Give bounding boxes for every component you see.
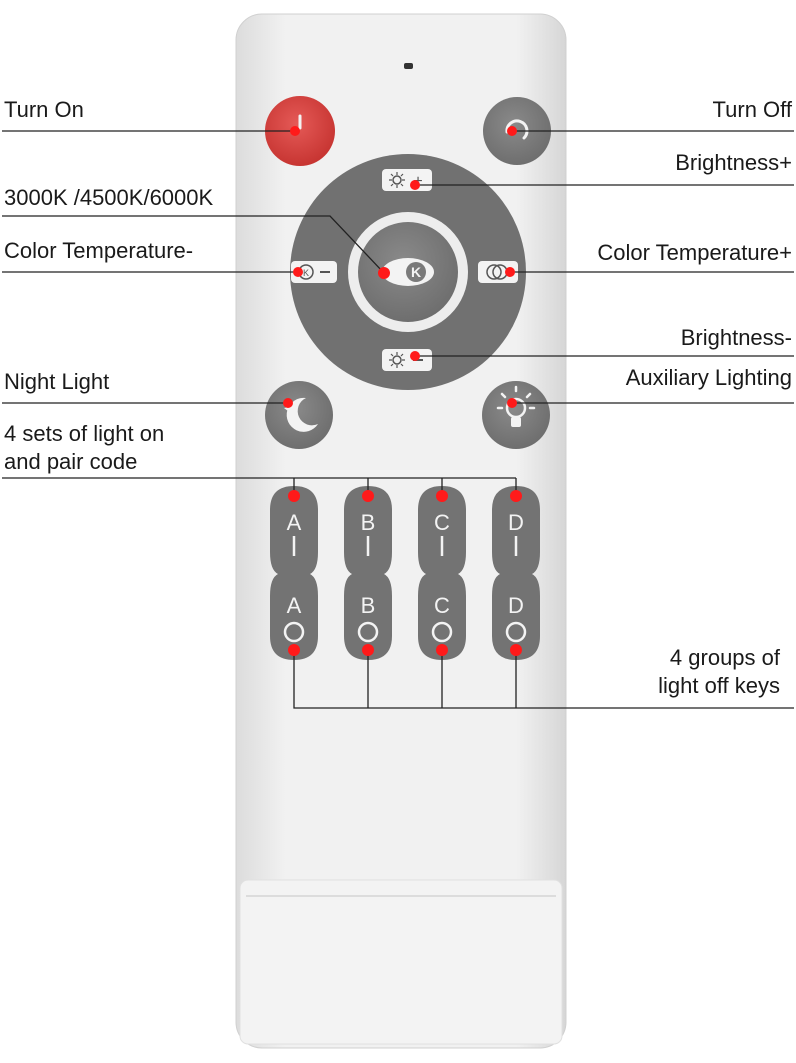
group-key-c: [418, 486, 466, 660]
marker-night-light: [283, 398, 293, 408]
marker-brightness-down: [410, 351, 420, 361]
label-color-temp-modes: 3000K /4500K/6000K: [4, 185, 214, 210]
group-off-button-b[interactable]: B: [361, 593, 376, 618]
label-off-keys-line2: light off keys: [658, 673, 780, 698]
label-pair-code-line2: and pair code: [4, 449, 138, 474]
label-brightness-up: Brightness+: [675, 150, 792, 175]
marker-color-temp-up: [505, 267, 515, 277]
label-pair-code: 4 sets of light on and pair code: [4, 420, 164, 476]
group-on-button-d[interactable]: D: [508, 510, 524, 535]
marker-auxiliary: [507, 398, 517, 408]
off-ring-icon: [283, 621, 305, 643]
svg-text:K: K: [303, 268, 309, 278]
marker-group-off-c: [436, 644, 448, 656]
group-on-button-b[interactable]: B: [361, 510, 376, 535]
marker-turn-off: [507, 126, 517, 136]
group-key-a: [270, 486, 318, 660]
marker-turn-on: [290, 126, 300, 136]
marker-group-on-d: [510, 490, 522, 502]
night-light-button[interactable]: [265, 381, 333, 449]
marker-color-temp-down: [293, 267, 303, 277]
off-ring-icon: [431, 621, 453, 643]
callout-line-color-temp-modes: [2, 215, 385, 274]
marker-k-center: [378, 267, 390, 279]
power-off-icon: [505, 119, 529, 140]
group-off-button-d[interactable]: D: [508, 593, 524, 618]
sun-icon: [389, 172, 405, 188]
group-key-b: [344, 486, 392, 660]
k-icon: K: [411, 264, 421, 280]
bulb-icon: [496, 385, 536, 427]
label-pair-code-line1: 4 sets of light on: [4, 421, 165, 446]
off-ring-icon: [357, 621, 379, 643]
group-off-button-a[interactable]: A: [287, 593, 302, 618]
group-off-button-c[interactable]: C: [434, 593, 450, 618]
k-center-button[interactable]: K: [382, 258, 434, 286]
marker-group-off-d: [510, 644, 522, 656]
label-off-keys: 4 groups of light off keys: [658, 644, 780, 700]
moon-star-icon: [284, 397, 318, 432]
group-on-button-a[interactable]: A: [287, 510, 302, 535]
label-auxiliary-lighting: Auxiliary Lighting: [625, 365, 792, 390]
label-turn-off: Turn Off: [712, 97, 792, 122]
auxiliary-lighting-button[interactable]: [482, 381, 550, 449]
off-ring-icon: [505, 621, 527, 643]
ir-indicator: [404, 63, 413, 69]
callout-line-off-keys: [293, 650, 794, 709]
label-night-light: Night Light: [4, 369, 110, 394]
sun-icon: [389, 352, 405, 368]
marker-group-off-b: [362, 644, 374, 656]
label-color-temp-down: Color Temperature-: [4, 238, 194, 263]
marker-group-on-b: [362, 490, 374, 502]
label-off-keys-line1: 4 groups of: [669, 645, 780, 670]
label-brightness-down: Brightness-: [680, 325, 792, 350]
marker-brightness-up: [410, 180, 420, 190]
label-color-temp-up: Color Temperature+: [597, 240, 792, 265]
marker-group-on-c: [436, 490, 448, 502]
group-key-d: [492, 486, 540, 660]
brightness-down-button[interactable]: [382, 349, 432, 371]
group-keys: A A B B C C D D: [270, 486, 540, 660]
group-on-button-c[interactable]: C: [434, 510, 450, 535]
marker-group-on-a: [288, 490, 300, 502]
callout-lines: [2, 130, 794, 709]
marker-group-off-a: [288, 644, 300, 656]
label-turn-on: Turn On: [4, 97, 84, 122]
brightness-up-button[interactable]: +: [382, 169, 432, 191]
callout-markers: [283, 126, 522, 656]
